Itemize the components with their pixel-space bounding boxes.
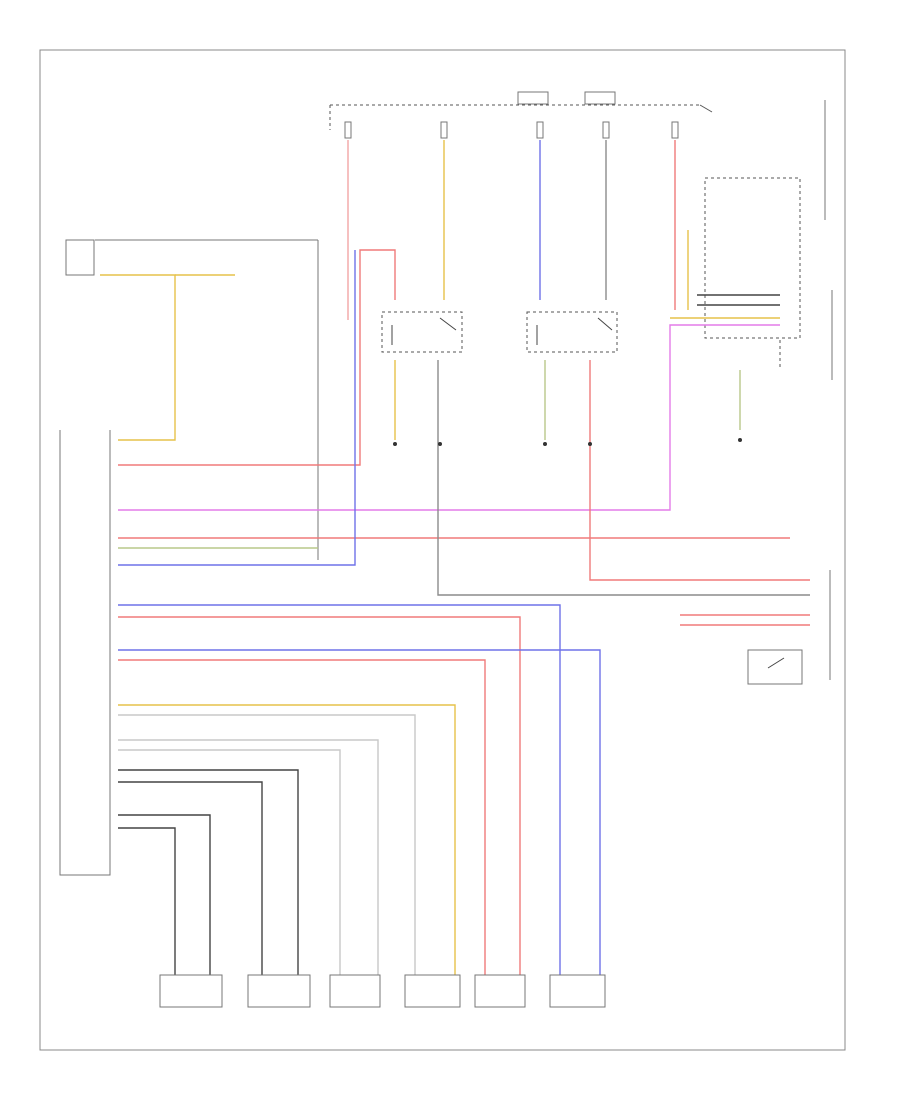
pcm	[59, 239, 319, 876]
sensor-4	[404, 974, 461, 1008]
sensor-5	[474, 974, 526, 1008]
ambient-sensor	[739, 340, 781, 430]
blower-relay	[526, 311, 618, 353]
sensor-3	[329, 974, 381, 1008]
harness-wires	[100, 249, 810, 975]
diagram-frame	[39, 49, 846, 1051]
fuse-block	[329, 91, 713, 139]
ground-points	[393, 438, 742, 446]
ac-control	[704, 100, 833, 685]
bottom-components	[159, 974, 606, 1008]
fuse-output-wires	[347, 140, 676, 320]
relay-output-wires	[394, 230, 780, 440]
compressor-clutch-relay	[381, 311, 463, 353]
sensor-2	[247, 974, 311, 1008]
sensor-6	[549, 974, 606, 1008]
sensor-1	[159, 974, 223, 1008]
